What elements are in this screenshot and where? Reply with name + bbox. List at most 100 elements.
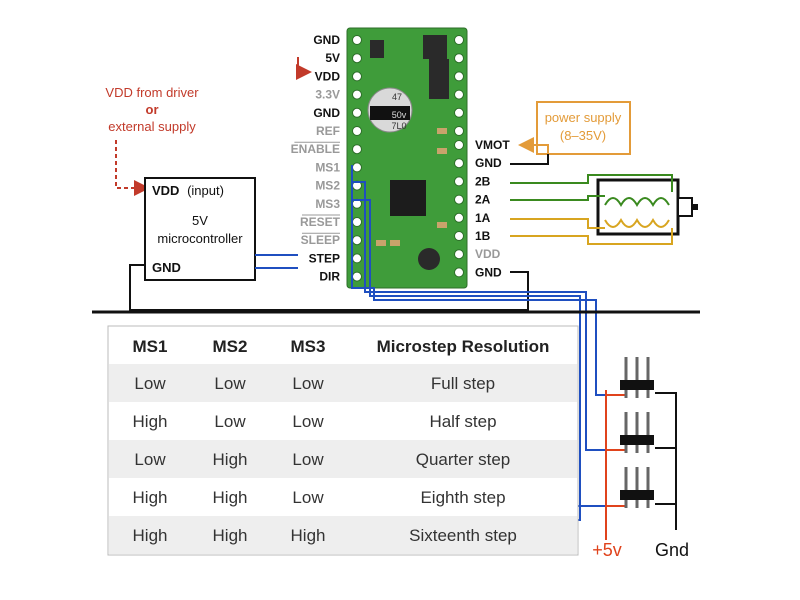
vmot-arrow: [518, 137, 549, 154]
right-pin-pad: [454, 176, 464, 187]
header-pin-tail: [624, 390, 628, 398]
left-pin-pad: [352, 144, 362, 155]
table-cell: Low: [292, 450, 324, 469]
right-pin-pad: [454, 71, 464, 82]
jumper-header[interactable]: [620, 467, 654, 508]
left-pin-pad: [352, 126, 362, 136]
coil-1b-wire: [510, 228, 673, 245]
right-pin-label: 1A: [475, 211, 491, 225]
right-pin-pad: [454, 89, 464, 100]
microcontroller-box: VDD (input) 5V microcontroller GND: [144, 177, 256, 281]
table-row-shade: [109, 516, 577, 554]
capacitor-label-2: 50v: [392, 110, 407, 120]
left-pin-label: SLEEP: [301, 233, 340, 247]
capacitor-label-1: 47: [392, 92, 402, 102]
power-supply-box: power supply (8–35V): [536, 101, 631, 155]
5v-vdd-arrow: [296, 57, 312, 80]
jumper-header[interactable]: [620, 357, 654, 398]
power-supply-line1: power supply: [545, 110, 622, 125]
right-pin-pad: [454, 35, 464, 45]
table-cell: Quarter step: [416, 450, 511, 469]
right-pin-label: VDD: [475, 247, 501, 261]
header-pin: [635, 357, 639, 382]
header-pin: [646, 357, 650, 382]
right-pin-label: GND: [475, 156, 502, 170]
left-pin-label: MS1: [315, 160, 340, 174]
table-cell: High: [213, 450, 248, 469]
right-pin-pad: [454, 107, 464, 118]
right-pin-pad: [454, 140, 464, 150]
jumper-headers: [605, 357, 677, 540]
jumper-header[interactable]: [620, 412, 654, 453]
table-cell: Low: [292, 374, 324, 393]
right-pin-pad: [454, 158, 464, 169]
table-cell: Low: [134, 374, 166, 393]
left-pin-label: MS2: [315, 179, 340, 193]
left-pin-label: STEP: [309, 251, 340, 265]
right-pin-label: 2A: [475, 193, 491, 207]
header-pin-tail: [635, 390, 639, 398]
header-pin-tail: [635, 445, 639, 453]
left-pin-pad: [352, 53, 362, 64]
left-pin-label: 5V: [325, 51, 340, 65]
vdd-source-line1: VDD from driver: [105, 85, 199, 100]
coil-2b-wire: [510, 174, 673, 192]
ground-wire: [129, 264, 529, 311]
mcu-gnd-label: GND: [152, 260, 181, 275]
left-pin-label: GND: [313, 33, 340, 47]
table-cell: Low: [292, 412, 324, 431]
coil-1a-wire: [510, 218, 605, 229]
header-pin: [624, 467, 628, 492]
stepper-motor: [596, 178, 698, 236]
gnd-label: Gnd: [655, 540, 689, 560]
header-pin: [646, 467, 650, 492]
left-pin-labels: GND5VVDD3.3VGNDREFENABLEMS1MS2MS3RESETSL…: [291, 33, 362, 284]
right-pin-label: VMOT: [475, 138, 510, 152]
header-pin-tail: [635, 500, 639, 508]
right-pin-pad: [454, 53, 464, 64]
mcu-line1: 5V: [192, 213, 208, 228]
table-header-cell: Microstep Resolution: [377, 337, 550, 356]
left-pin-pad: [352, 271, 362, 282]
header-pin-tail: [646, 445, 650, 453]
table-cell: Half step: [429, 412, 496, 431]
table-cell: High: [213, 488, 248, 507]
table-cell: Full step: [431, 374, 495, 393]
header-body: [620, 435, 654, 445]
header-pin: [646, 412, 650, 437]
left-pin-pad: [352, 162, 362, 173]
table-cell: Eighth step: [420, 488, 505, 507]
table-row-shade: [109, 364, 577, 402]
table-header-cell: MS3: [291, 337, 326, 356]
gnd-rail: [655, 392, 677, 530]
header-pin: [635, 412, 639, 437]
table-cell: High: [291, 526, 326, 545]
left-pin-label: DIR: [319, 270, 340, 284]
header-pin: [624, 412, 628, 437]
voltage-regulator: [423, 35, 447, 59]
table-cell: High: [133, 488, 168, 507]
ms2-wire: [352, 181, 615, 451]
coil-2a-wire: [510, 195, 605, 201]
table-cell: Sixteenth step: [409, 526, 517, 545]
right-pin-label: GND: [475, 265, 502, 279]
header-pin-tail: [646, 390, 650, 398]
left-pin-label: GND: [313, 106, 340, 120]
capacitor-label-3: 7L0: [391, 121, 406, 131]
table-header-cell: MS2: [213, 337, 248, 356]
left-pin-pad: [352, 235, 362, 246]
plus5v-label: +5v: [592, 540, 622, 560]
left-pin-label: REF: [316, 124, 340, 138]
header-pin-tail: [624, 500, 628, 508]
table-cell: High: [133, 412, 168, 431]
mcu-vdd-suffix: (input): [187, 183, 224, 198]
left-pin-label: 3.3V: [315, 88, 340, 102]
vdd-source-line3: external supply: [108, 119, 196, 134]
driver-board: 47 50v 7L0: [346, 27, 468, 289]
motor-gnd-wire: [510, 154, 549, 165]
mcu-vdd-label: VDD: [152, 183, 179, 198]
header-pin-tail: [624, 445, 628, 453]
vdd-source-line2: or: [146, 102, 159, 117]
